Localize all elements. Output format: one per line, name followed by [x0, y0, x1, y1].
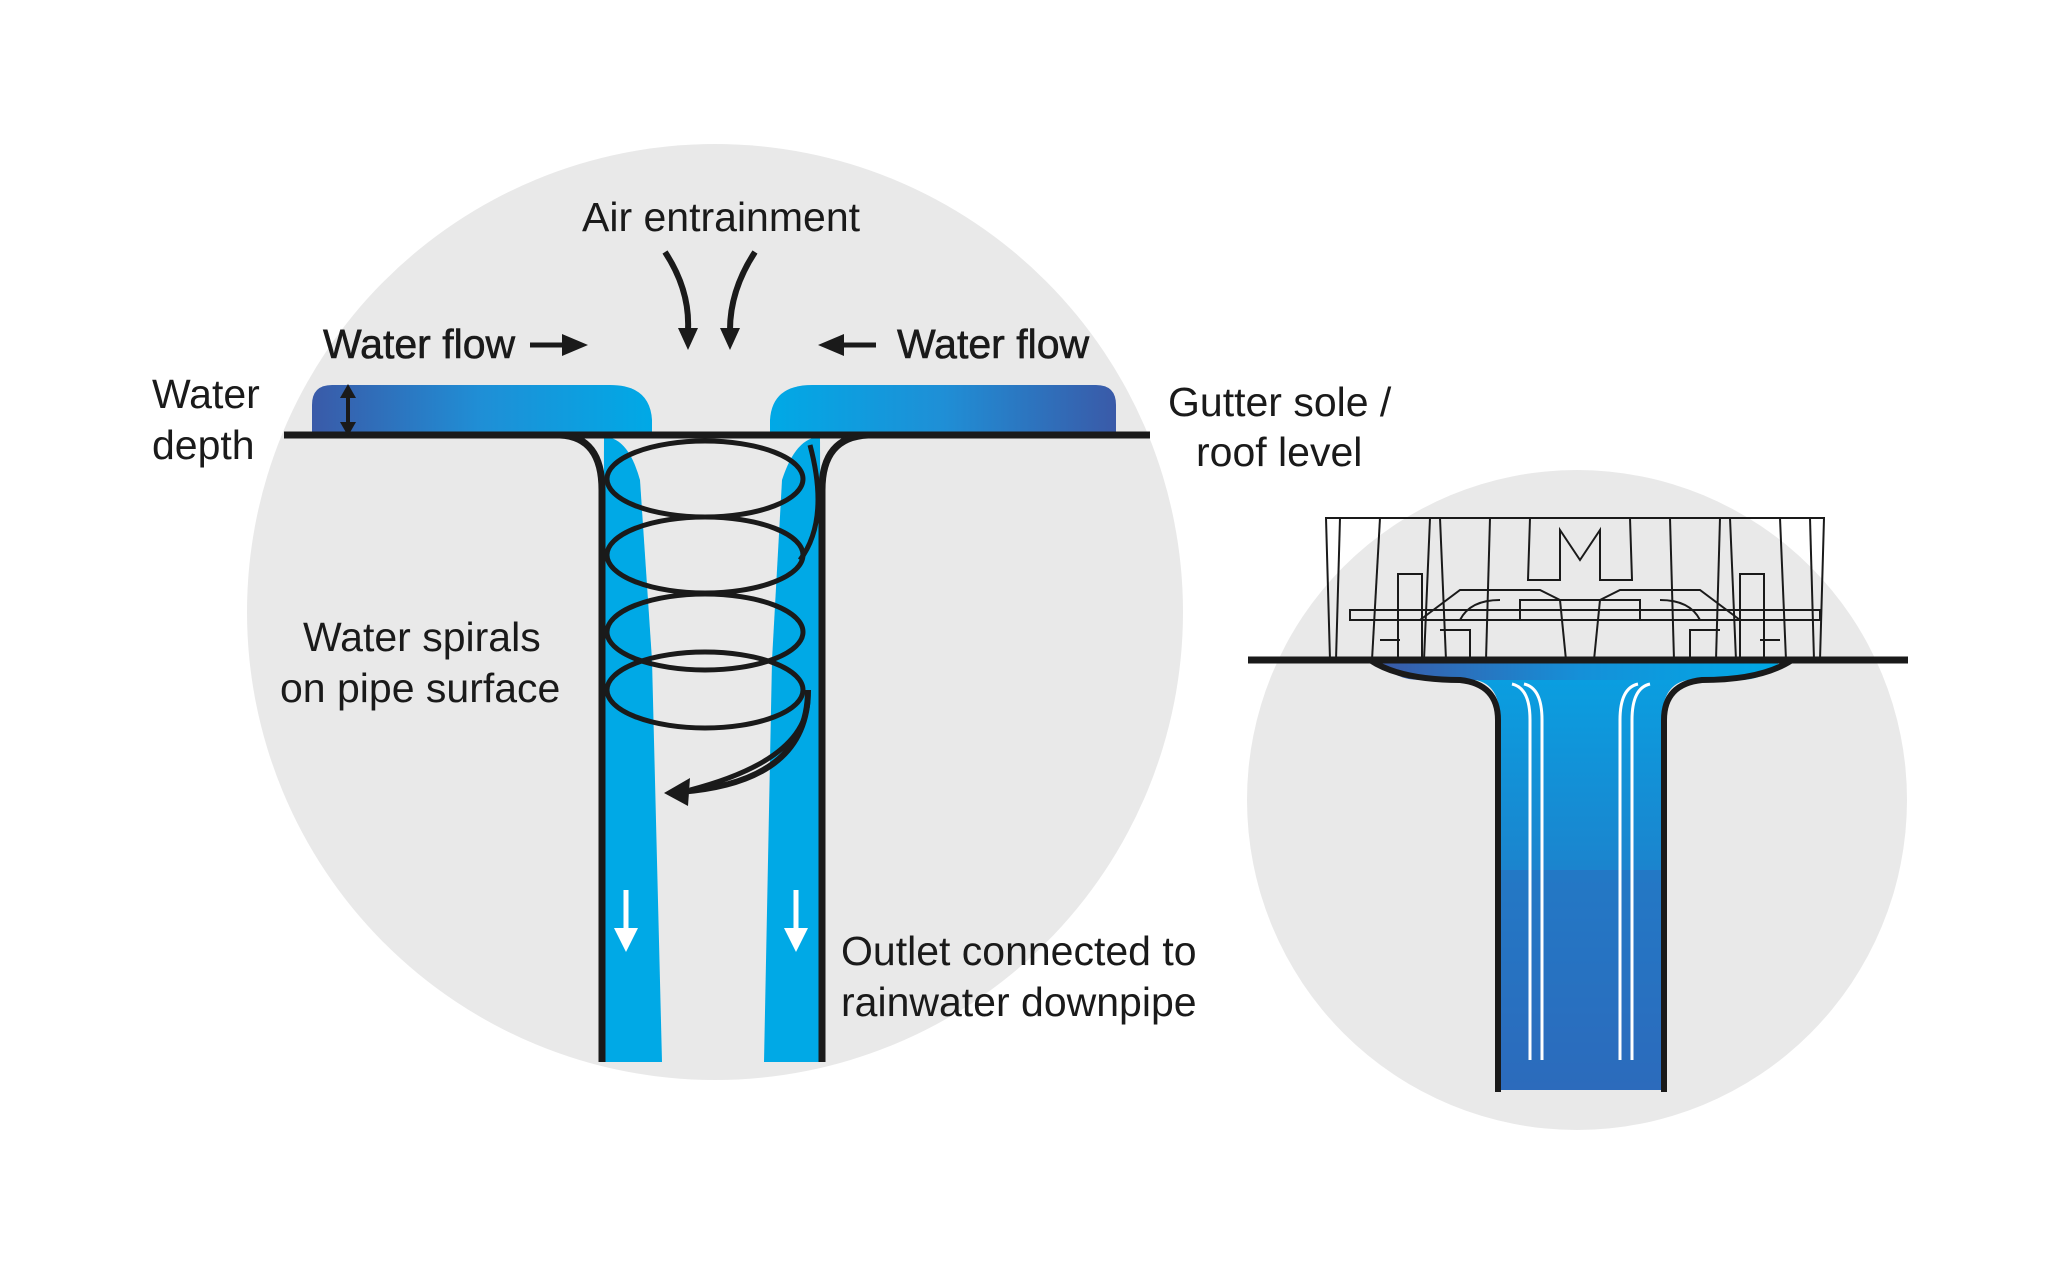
spirals-label-line1: Water spirals: [303, 614, 541, 660]
water-depth-label-line2: depth: [152, 422, 255, 468]
water-layer-right: [770, 385, 1116, 437]
left-arrow-icon: [818, 334, 876, 356]
outlet-grate: [1324, 517, 1826, 661]
curved-arrow-icon: [664, 689, 811, 806]
water-film-right: [764, 437, 822, 1062]
water-film-left: [602, 437, 662, 1062]
outlet-pipe-lower: [1500, 870, 1662, 1090]
outlet-label-line1: Outlet connected to: [841, 928, 1197, 974]
pipe-flow-lines: [1511, 682, 1651, 1060]
outlet-pipe-wall-right: [1661, 657, 1794, 1092]
water-depth-label-line1: Water: [152, 371, 260, 417]
down-arrow-icon: [720, 328, 740, 350]
air-entrainment-arrows: [662, 250, 758, 331]
outlet-pipe-wall-left: [1368, 657, 1501, 1092]
right-arrow-icon: [530, 334, 588, 356]
water-spiral: [604, 438, 821, 793]
outlet-label-line2: rainwater downpipe: [841, 979, 1197, 1025]
left-detail-circle: [247, 144, 1183, 1080]
water-flow-right-label: Water flow: [897, 321, 1090, 368]
water-flow-left-label: Water flow: [323, 321, 516, 368]
air-entrainment-label: Air entrainment: [582, 194, 861, 240]
water-layer-left: [312, 385, 652, 437]
double-arrow-icon: [340, 384, 356, 436]
outlet-flange-water: [1380, 662, 1780, 680]
down-arrow-icon: [678, 328, 698, 350]
down-arrow-icon: [614, 890, 638, 952]
pipe-wall-left: [559, 431, 606, 1062]
down-arrow-icon: [784, 890, 808, 952]
spirals-label-line2: on pipe surface: [280, 665, 561, 711]
gutter-label-line1: Gutter sole /: [1168, 379, 1392, 425]
gutter-label-line2: roof level: [1196, 429, 1363, 475]
pipe-wall-right: [818, 431, 869, 1062]
